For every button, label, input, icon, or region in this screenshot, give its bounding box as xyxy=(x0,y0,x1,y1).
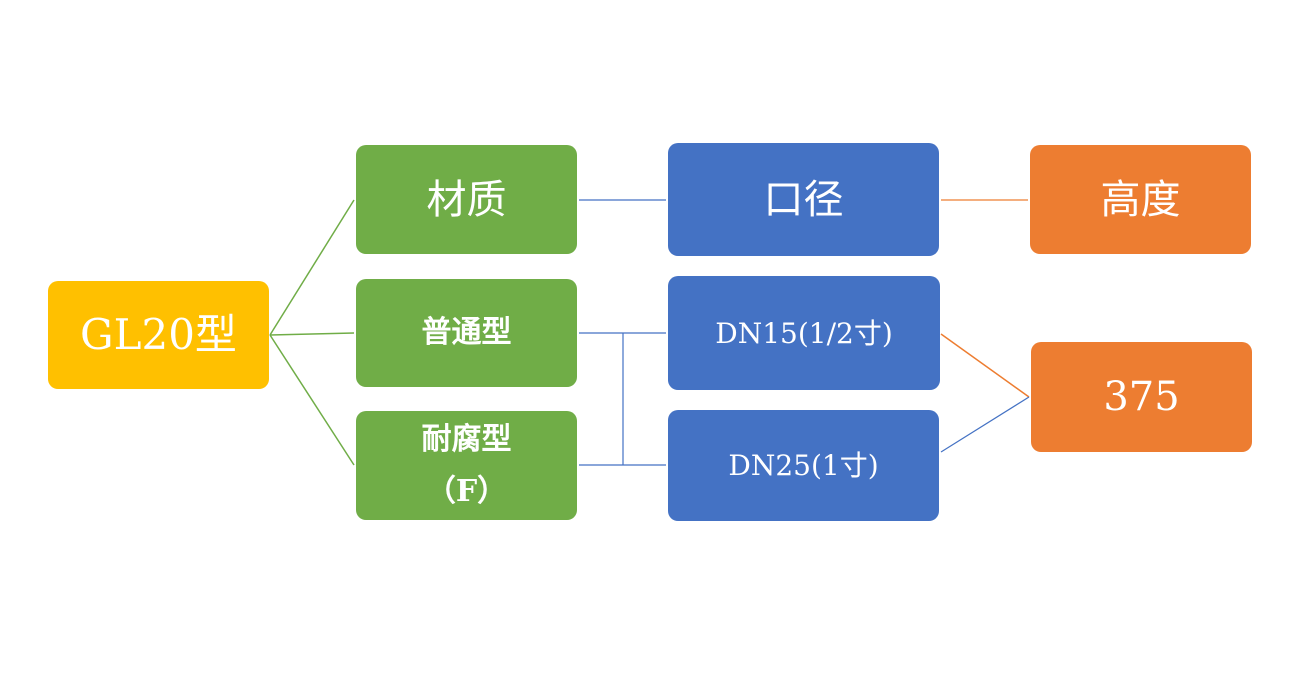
material-option-normal-label: 普通型 xyxy=(421,315,512,351)
diameter-option-dn25: DN25(1寸) xyxy=(668,410,939,521)
root-node: GL20型 xyxy=(48,281,269,389)
height-header-label: 高度 xyxy=(1100,176,1181,223)
height-value-node: 375 xyxy=(1031,342,1252,452)
diameter-header-node: 口径 xyxy=(668,143,939,256)
material-option-anticorrosion-label-line1: 耐腐型 xyxy=(421,422,512,457)
diameter-option-dn25-label: DN25(1寸) xyxy=(728,449,879,482)
material-header-label: 材质 xyxy=(426,176,507,223)
height-value-label: 375 xyxy=(1103,374,1180,420)
material-header-node: 材质 xyxy=(356,145,577,254)
material-option-anticorrosion: 耐腐型 （F） xyxy=(356,411,577,520)
root-node-label: GL20型 xyxy=(80,309,237,359)
connector-dn15-to-height-value xyxy=(940,333,1030,398)
connector-root-to-anticorrosion xyxy=(269,334,355,466)
diameter-option-dn15: DN15(1/2寸) xyxy=(668,276,940,390)
connector-dn25-to-height-value xyxy=(940,396,1030,453)
connector-root-to-normal xyxy=(269,332,355,336)
height-header-node: 高度 xyxy=(1030,145,1251,254)
diameter-option-dn15-label: DN15(1/2寸) xyxy=(715,316,893,350)
diameter-header-label: 口径 xyxy=(763,176,844,223)
material-option-anticorrosion-label-line2: （F） xyxy=(425,473,508,509)
material-option-normal: 普通型 xyxy=(356,279,577,387)
connector-root-to-material xyxy=(269,199,355,336)
